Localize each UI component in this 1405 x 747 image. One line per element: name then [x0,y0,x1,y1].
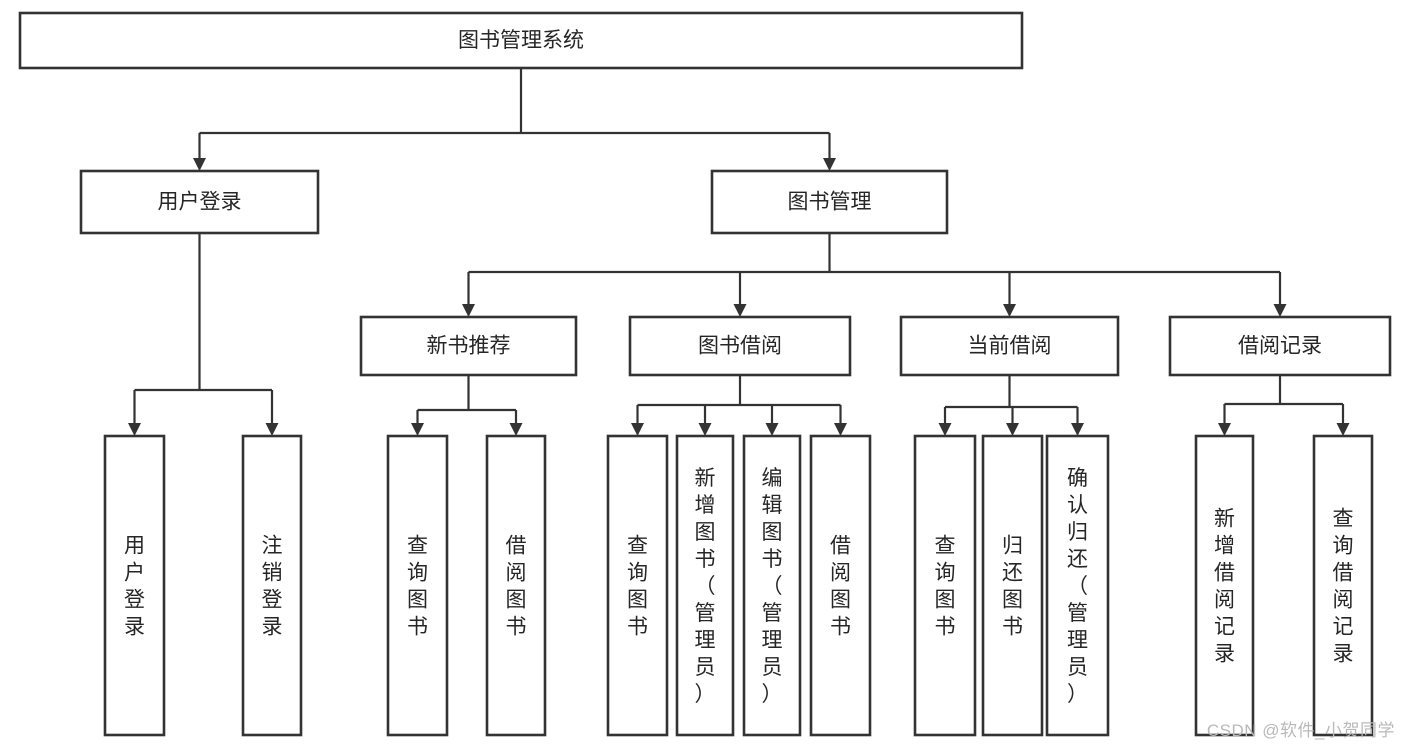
books-management-to-level2-branch-1-arrowhead [733,304,747,317]
node-label: 图书管理系统 [458,29,584,52]
group-新书推荐-to-leaves-branch-1-arrowhead [509,423,523,436]
node-box[interactable] [742,434,802,737]
node-label: 当前借阅 [968,335,1052,358]
level2-node-4[interactable]: 借阅记录 [1168,315,1392,377]
node-box[interactable] [1312,434,1374,737]
leaf-node-5[interactable]: 查询图书 [606,434,669,737]
node-box[interactable] [899,315,1120,377]
group-图书借阅-to-leaves-branch-2-arrowhead [765,423,779,436]
node-label: 新增图书（管理员） [695,467,716,706]
group-用户登录-to-leaves-branch-0-arrowhead [128,423,141,436]
leaf-node-3[interactable]: 查询图书 [386,434,449,737]
group-借阅记录-to-leaves-branch-1-arrowhead [1336,423,1350,436]
group-图书借阅-to-leaves-branch-0-arrowhead [631,423,644,436]
level1-node-2[interactable]: 图书管理 [710,169,949,235]
node-box[interactable] [1045,434,1110,737]
node-label: 确认归还（管理员） [1067,467,1088,706]
group-新书推荐-to-leaves-branch-0-arrowhead [411,423,424,436]
node-label: 新书推荐 [427,335,511,358]
node-label: 图书借阅 [698,335,782,358]
node-box[interactable] [1194,434,1255,737]
node-box[interactable] [79,169,320,235]
node-box[interactable] [1168,315,1392,377]
node-box[interactable] [103,434,166,737]
group-当前借阅-to-leaves-branch-0-arrowhead [938,423,952,436]
group-图书借阅-to-leaves-branch-1-arrowhead [698,423,712,436]
node-label: 查询图书 [407,535,428,639]
node-label: 用户登录 [124,535,145,639]
node-box[interactable] [359,315,578,377]
group-当前借阅-to-leaves-branch-1-arrowhead [1006,423,1019,436]
node-label: 查询借阅记录 [1333,508,1354,666]
node-label: 注销登录 [262,535,283,639]
node-label: 新增借阅记录 [1214,508,1235,666]
node-label: 查询图书 [935,535,956,639]
level2-node-3[interactable]: 当前借阅 [899,315,1120,377]
leaf-node-8[interactable]: 借阅图书 [809,434,872,737]
node-label: 用户登录 [158,191,242,214]
leaf-node-7[interactable]: 编辑图书（管理员） [742,434,802,737]
node-boxes: 图书管理系统用户登录图书管理新书推荐图书借阅当前借阅借阅记录用户登录注销登录查询… [18,11,1392,737]
root-node-book-management-system[interactable]: 图书管理系统 [18,11,1024,70]
leaf-node-1[interactable]: 用户登录 [103,434,166,737]
node-box[interactable] [675,434,735,737]
leaf-node-12[interactable]: 新增借阅记录 [1194,434,1255,737]
node-box[interactable] [18,11,1024,70]
group-借阅记录-to-leaves-branch-0-arrowhead [1218,423,1231,436]
node-label: 借阅图书 [830,535,851,639]
node-box[interactable] [606,434,669,737]
root-to-level1-branch-1-arrowhead [823,158,836,171]
level1-node-1[interactable]: 用户登录 [79,169,320,235]
node-box[interactable] [981,434,1044,737]
books-management-to-level2-branch-3-arrowhead [1273,304,1287,317]
root-to-level1-branch-0-arrowhead [193,158,206,171]
leaf-node-4[interactable]: 借阅图书 [485,434,547,737]
node-box[interactable] [710,169,949,235]
books-management-to-level2-branch-0-arrowhead [462,304,475,317]
leaf-node-9[interactable]: 查询图书 [913,434,977,737]
level2-node-1[interactable]: 新书推荐 [359,315,578,377]
node-label: 借阅图书 [506,535,527,639]
group-当前借阅-to-leaves-branch-2-arrowhead [1071,423,1084,436]
leaf-node-6[interactable]: 新增图书（管理员） [675,434,735,737]
node-box[interactable] [913,434,977,737]
leaf-node-2[interactable]: 注销登录 [241,434,303,737]
node-label: 借阅记录 [1238,335,1322,358]
node-label: 编辑图书（管理员） [762,467,783,706]
node-box[interactable] [809,434,872,737]
node-label: 查询图书 [627,535,648,639]
books-management-to-level2-branch-2-arrowhead [1003,304,1016,317]
node-box[interactable] [628,315,852,377]
node-label: 归还图书 [1002,535,1023,639]
node-label: 图书管理 [788,191,872,214]
node-box[interactable] [485,434,547,737]
leaf-node-10[interactable]: 归还图书 [981,434,1044,737]
group-图书借阅-to-leaves-branch-3-arrowhead [834,423,847,436]
leaf-node-13[interactable]: 查询借阅记录 [1312,434,1374,737]
leaf-node-11[interactable]: 确认归还（管理员） [1045,434,1110,737]
group-用户登录-to-leaves-branch-1-arrowhead [265,423,279,436]
node-box[interactable] [241,434,303,737]
connector-lines [128,68,1350,436]
level2-node-2[interactable]: 图书借阅 [628,315,852,377]
node-box[interactable] [386,434,449,737]
